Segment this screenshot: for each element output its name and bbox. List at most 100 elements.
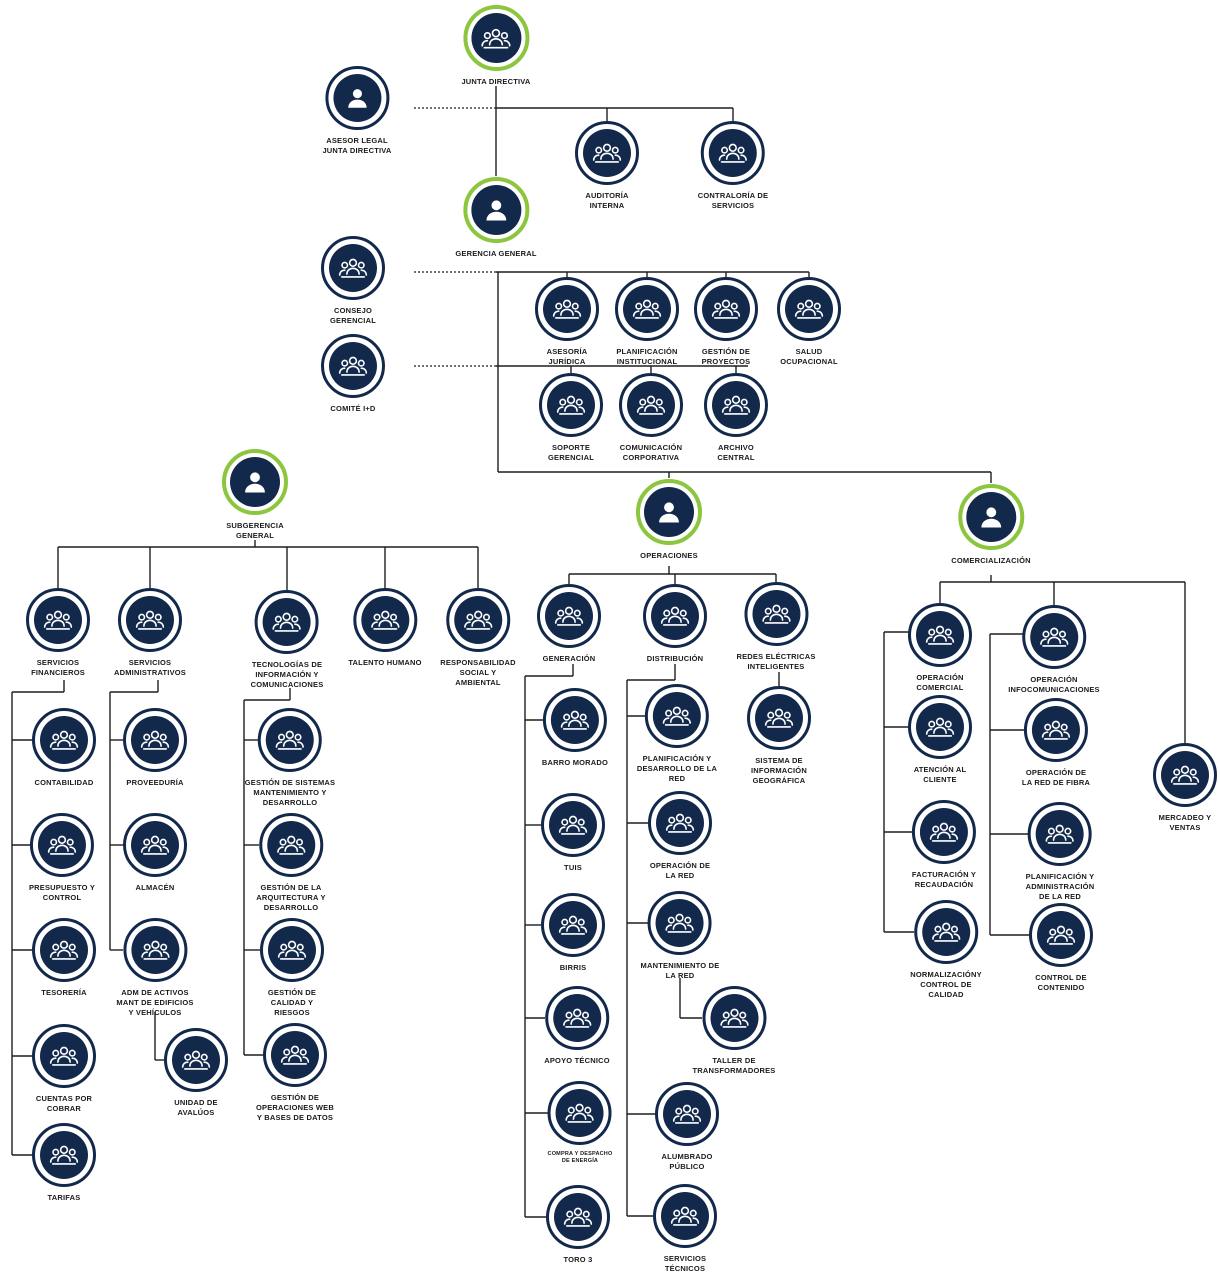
org-node-label: NORMALIZACIÓNY CONTROL DE CALIDAD	[910, 970, 982, 1000]
org-node-soporte: SOPORTE GERENCIAL	[539, 373, 603, 463]
org-node-label: TESORERÍA	[41, 988, 87, 997]
group-icon	[463, 605, 493, 635]
group-icon	[925, 712, 955, 742]
org-node-label: BIRRIS	[559, 963, 587, 972]
group-icon	[49, 725, 79, 755]
org-node-label: ASESORÍA JURÍDICA	[546, 347, 588, 367]
org-node-salud: SALUD OCUPACIONAL	[777, 277, 841, 367]
group-icon	[563, 1202, 593, 1232]
org-node-planadm: PLANIFICACIÓN Y ADMINISTRACIÓN DE LA RED	[1026, 802, 1095, 902]
org-node-operaciones: OPERACIONES	[636, 479, 702, 561]
org-node-label: GESTIÓN DE SISTEMAS MANTENIMIENTO Y DESA…	[244, 778, 336, 808]
person-icon	[655, 498, 683, 526]
person-icon	[482, 196, 510, 224]
org-node-label: SERVICIOS ADMINISTRATIVOS	[113, 658, 187, 678]
org-node-junta: JUNTA DIRECTIVA	[461, 5, 530, 87]
org-node-label: JUNTA DIRECTIVA	[461, 77, 531, 86]
org-node-label: TECNOLOGÍAS DE INFORMACIÓN Y COMUNICACIO…	[250, 660, 324, 690]
org-node-tic: TECNOLOGÍAS DE INFORMACIÓN Y COMUNICACIO…	[251, 590, 324, 690]
org-node-admact: ADM DE ACTIVOS MANT DE EDIFICIOS Y VEHÍC…	[116, 918, 193, 1018]
org-node-redes: REDES ELÉCTRICAS INTELIGENTES	[736, 582, 815, 672]
org-node-label: PLANIFICACIÓN Y DESARROLLO DE LA RED	[636, 754, 718, 784]
group-icon	[925, 620, 955, 650]
org-node-comercializacion: COMERCIALIZACIÓN	[951, 484, 1031, 566]
group-icon	[665, 808, 695, 838]
org-node-label: TALLER DE TRANSFORMADORES	[692, 1056, 776, 1076]
group-icon	[181, 1045, 211, 1075]
group-icon	[277, 935, 307, 965]
group-icon	[761, 599, 791, 629]
org-node-asesoria: ASESORÍA JURÍDICA	[535, 277, 599, 367]
org-node-label: BARRO MORADO	[541, 758, 609, 767]
org-node-label: ASESOR LEGAL JUNTA DIRECTIVA	[322, 136, 392, 156]
org-node-alumbrado: ALUMBRADO PÚBLICO	[655, 1082, 719, 1172]
group-icon	[370, 605, 400, 635]
org-node-tuis: TUIS	[541, 793, 605, 873]
org-node-label: ALMACÉN	[135, 883, 175, 892]
org-node-comite: COMITÉ I+D	[321, 334, 385, 414]
org-node-planif: PLANIFICACIÓN INSTITUCIONAL	[615, 277, 679, 367]
group-icon	[1046, 920, 1076, 950]
org-node-label: MANTENIMIENTO DE LA RED	[640, 961, 720, 981]
group-icon	[558, 910, 588, 940]
org-node-gweb: GESTIÓN DE OPERACIONES WEB Y BASES DE DA…	[256, 1023, 334, 1123]
org-node-label: SOPORTE GERENCIAL	[548, 443, 594, 463]
org-node-comunic: COMUNICACIÓN CORPORATIVA	[619, 373, 683, 463]
org-node-label: OPERACIÓN COMERCIAL	[916, 673, 964, 693]
org-node-normalizacion: NORMALIZACIÓNY CONTROL DE CALIDAD	[910, 900, 982, 1000]
org-node-label: GESTIÓN DE OPERACIONES WEB Y BASES DE DA…	[255, 1093, 335, 1123]
org-node-label: RESPONSABILIDAD SOCIAL Y AMBIENTAL	[440, 658, 516, 688]
org-node-label: GESTIÓN DE PROYECTOS	[701, 347, 751, 367]
org-node-label: UNIDAD DE AVALÚOS	[174, 1098, 218, 1118]
org-node-garq: GESTIÓN DE LA ARQUITECTURA Y DESARROLLO	[256, 813, 326, 913]
group-icon	[562, 1003, 592, 1033]
org-node-label: GERENCIA GENERAL	[455, 249, 537, 258]
org-node-label: ATENCIÓN AL CLIENTE	[913, 765, 967, 785]
org-node-consejo: CONSEJO GERENCIAL	[321, 236, 385, 326]
org-node-label: REDES ELÉCTRICAS INTELIGENTES	[736, 652, 816, 672]
group-icon	[719, 1003, 749, 1033]
org-node-label: ADM DE ACTIVOS MANT DE EDIFICIOS Y VEHÍC…	[116, 988, 194, 1018]
group-icon	[49, 1041, 79, 1071]
org-node-birris: BIRRIS	[541, 893, 605, 973]
org-node-cuentas: CUENTAS POR COBRAR	[32, 1024, 96, 1114]
group-icon	[481, 23, 512, 54]
group-icon	[47, 830, 77, 860]
group-icon	[276, 830, 306, 860]
org-node-label: CONTROL DE CONTENIDO	[1035, 973, 1087, 993]
org-node-taller: TALLER DE TRANSFORMADORES	[693, 986, 776, 1076]
org-node-avaluos: UNIDAD DE AVALÚOS	[164, 1028, 228, 1118]
org-node-label: ARCHIVO CENTRAL	[717, 443, 755, 463]
group-icon	[558, 810, 588, 840]
group-icon	[1041, 715, 1071, 745]
org-node-label: GENERACIÓN	[542, 654, 596, 663]
org-node-label: SISTEMA DE INFORMACIÓN GEOGRÁFICA	[751, 756, 807, 786]
org-node-mercadeo: MERCADEO Y VENTAS	[1153, 743, 1217, 833]
group-icon	[556, 390, 586, 420]
org-node-presupuesto: PRESUPUESTO Y CONTROL	[29, 813, 95, 903]
org-node-opfibra: OPERACIÓN DE LA RED DE FIBRA	[1022, 698, 1090, 788]
group-icon	[1039, 622, 1069, 652]
group-icon	[721, 390, 751, 420]
group-icon	[718, 138, 748, 168]
org-node-label: CUENTAS POR COBRAR	[35, 1094, 93, 1114]
group-icon	[565, 1098, 595, 1128]
org-node-almacen: ALMACÉN	[123, 813, 187, 893]
org-node-label: PROVEEDURÍA	[126, 778, 184, 787]
group-icon	[1045, 819, 1075, 849]
group-icon	[660, 601, 690, 631]
group-icon	[338, 351, 368, 381]
org-node-contenido: CONTROL DE CONTENIDO	[1029, 903, 1093, 993]
group-icon	[272, 607, 302, 637]
org-node-contraloria: CONTRALORÍA DE SERVICIOS	[698, 121, 768, 211]
group-icon	[140, 725, 170, 755]
group-icon	[552, 294, 582, 324]
group-icon	[140, 935, 170, 965]
org-node-label: CONTABILIDAD	[34, 778, 94, 787]
group-icon	[592, 138, 622, 168]
org-node-tesoreria: TESORERÍA	[32, 918, 96, 998]
org-node-label: FACTURACIÓN Y RECAUDACIÓN	[911, 870, 977, 890]
org-node-facturacion: FACTURACIÓN Y RECAUDACIÓN	[912, 800, 976, 890]
group-icon	[794, 294, 824, 324]
